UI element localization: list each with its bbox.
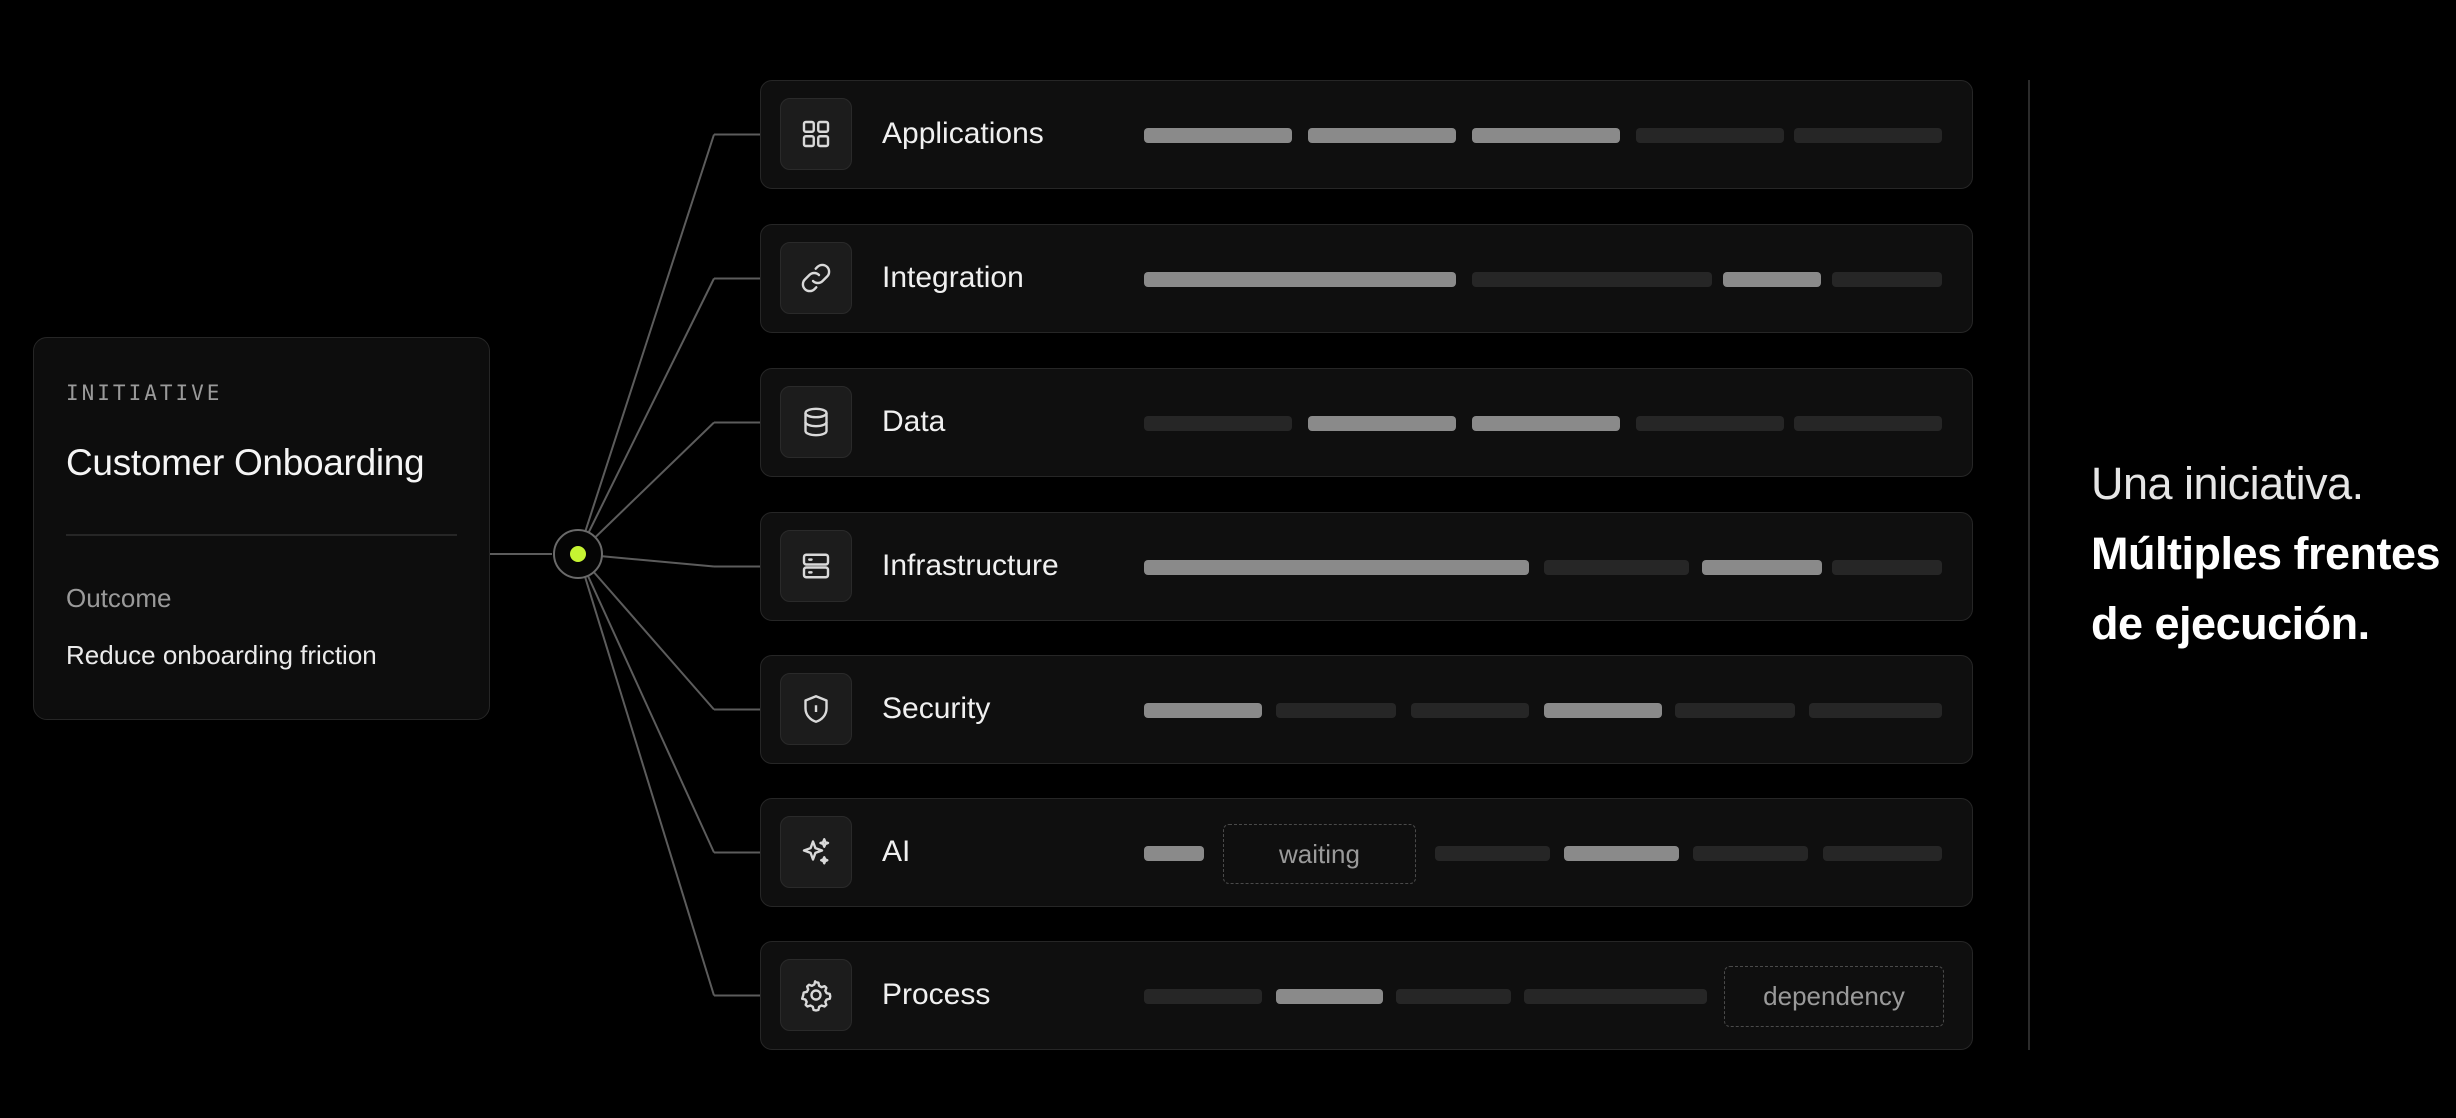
workstream-row-ai: AI waiting [760, 798, 1973, 907]
initiative-kicker: INITIATIVE [66, 381, 223, 405]
workstream-label: Security [882, 692, 991, 725]
vertical-divider [2028, 80, 2030, 1050]
progress-segment [1794, 416, 1942, 431]
workstream-label: Infrastructure [882, 549, 1059, 582]
workstream-row-data: Data [760, 368, 1973, 477]
progress-segment [1308, 416, 1456, 431]
progress-segment [1411, 703, 1529, 718]
workstream-row-process: Process dependency [760, 941, 1973, 1050]
gear-icon [780, 959, 852, 1031]
branch-line [577, 553, 715, 568]
branch-line [577, 278, 715, 555]
dependency-tag: dependency [1724, 966, 1944, 1027]
workstream-label: Integration [882, 261, 1024, 294]
hub-dot [570, 546, 586, 562]
workstream-label: Data [882, 405, 946, 438]
progress-segment [1144, 846, 1204, 861]
waiting-tag: waiting [1223, 824, 1416, 884]
progress-segment [1144, 128, 1292, 143]
progress-segment [1636, 416, 1784, 431]
progress-segment [1144, 416, 1292, 431]
progress-segment [1472, 416, 1620, 431]
initiative-divider [66, 534, 457, 536]
progress-segment [1794, 128, 1942, 143]
workstream-row-applications: Applications [760, 80, 1973, 189]
initiative-card: INITIATIVE Customer Onboarding Outcome R… [33, 337, 490, 720]
link-icon [780, 242, 852, 314]
progress-segment [1435, 846, 1550, 861]
outcome-value: Reduce onboarding friction [66, 640, 377, 670]
progress-segment [1832, 272, 1942, 287]
workstream-row-security: Security [760, 655, 1973, 764]
progress-segment [1472, 272, 1712, 287]
branch-line [577, 134, 715, 555]
progress-segment [1832, 560, 1942, 575]
workstream-row-infrastructure: Infrastructure [760, 512, 1973, 621]
tagline-line-1: Una iniciativa. [2091, 458, 2364, 509]
server-icon [780, 530, 852, 602]
grid-icon [780, 98, 852, 170]
progress-segment [1144, 272, 1456, 287]
database-icon [780, 386, 852, 458]
progress-segment [1675, 703, 1795, 718]
progress-segment [1144, 560, 1529, 575]
progress-segment [1396, 989, 1511, 1004]
branch-line [577, 553, 715, 996]
workstream-label: Process [882, 978, 991, 1011]
progress-segment [1723, 272, 1821, 287]
tagline-line-2: Múltiples frentes [2091, 528, 2441, 579]
progress-segment [1144, 703, 1262, 718]
progress-segment [1276, 989, 1383, 1004]
tagline-line-3: de ejecución. [2091, 598, 2370, 649]
progress-segment [1702, 560, 1822, 575]
workstream-label: Applications [882, 117, 1044, 150]
workstream-row-integration: Integration [760, 224, 1973, 333]
progress-segment [1308, 128, 1456, 143]
progress-segment [1636, 128, 1784, 143]
workstream-label: AI [882, 835, 911, 868]
progress-segment [1823, 846, 1942, 861]
hub-node [553, 529, 603, 579]
branch-line [577, 553, 715, 853]
progress-segment [1144, 989, 1262, 1004]
shield-icon [780, 673, 852, 745]
progress-segment [1472, 128, 1620, 143]
progress-segment [1524, 989, 1707, 1004]
sparkles-icon [780, 816, 852, 888]
outcome-label: Outcome [66, 583, 172, 613]
progress-segment [1564, 846, 1679, 861]
progress-segment [1809, 703, 1942, 718]
progress-segment [1544, 703, 1662, 718]
progress-segment [1544, 560, 1689, 575]
tagline: Una iniciativa. Múltiples frentes de eje… [2091, 449, 2441, 659]
branch-line [577, 553, 715, 711]
progress-segment [1693, 846, 1808, 861]
branch-line [577, 421, 715, 555]
initiative-title: Customer Onboarding [66, 442, 425, 483]
progress-segment [1276, 703, 1396, 718]
